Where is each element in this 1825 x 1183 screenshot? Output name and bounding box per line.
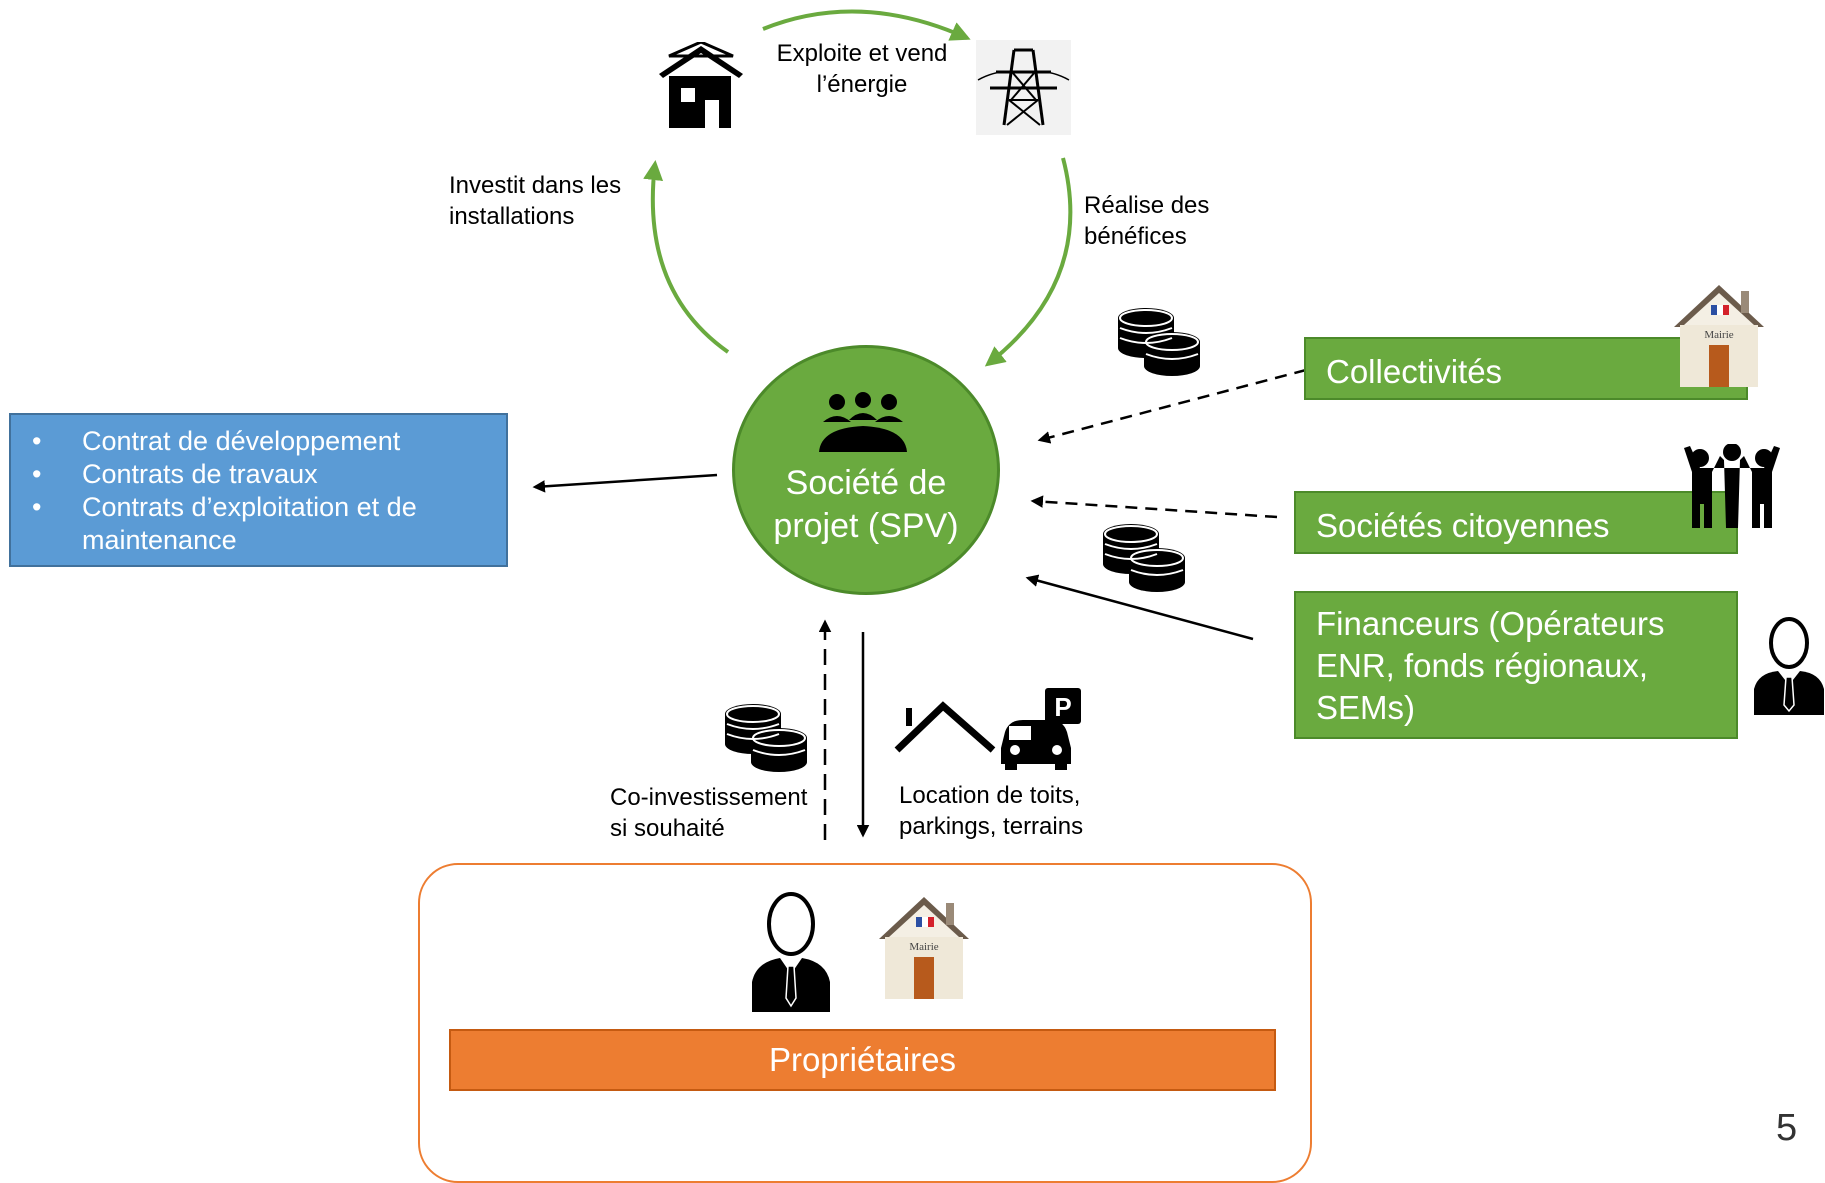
svg-text:Mairie: Mairie — [1704, 329, 1733, 341]
house-icon — [659, 42, 743, 128]
town-hall-icon: Mairie — [1674, 285, 1764, 387]
coins-icon — [1103, 524, 1185, 592]
societes-citoyennes-box: Sociétés citoyennes — [1294, 491, 1738, 554]
contract-item: Contrats d’exploitation et de maintenanc… — [11, 491, 506, 557]
location-label: Location de toits,parkings, terrains — [899, 782, 1084, 840]
svg-text:Mairie: Mairie — [909, 941, 938, 953]
group-meeting-icon — [819, 392, 907, 452]
financeurs-box: Financeurs (Opérateurs ENR, fonds région… — [1294, 591, 1738, 739]
connectors — [532, 9, 1307, 840]
roof-parking-icon: P — [894, 688, 1081, 770]
owners-frame — [418, 863, 1312, 1183]
businessman-icon — [1754, 617, 1824, 715]
coins-icon — [725, 704, 807, 772]
owner-town-hall-icon: Mairie — [879, 897, 969, 999]
coins-icon — [1118, 308, 1200, 376]
spv-circle: Société de projet (SPV) — [732, 345, 1000, 595]
cycle-arrow-top — [762, 9, 971, 41]
arrow-financeurs — [1025, 574, 1254, 641]
cycle-arrow-left — [643, 160, 730, 354]
contracts-box: Contrat de développement Contrats de tra… — [9, 413, 508, 567]
arrow-to-contracts — [532, 473, 718, 493]
people-group-icon — [1684, 444, 1780, 528]
arrow-collectivites — [1037, 368, 1307, 444]
power-pylon-icon — [976, 40, 1071, 135]
cycle-arrow-right — [984, 157, 1073, 367]
collectivites-box: Collectivités — [1304, 337, 1748, 400]
owners-bar: Propriétaires — [449, 1029, 1276, 1091]
contract-item: Contrat de développement — [11, 425, 506, 458]
svg-text:P: P — [1054, 692, 1071, 722]
owner-person-icon — [752, 892, 830, 1012]
contract-item: Contrats de travaux — [11, 458, 506, 491]
page-number: 5 — [1776, 1107, 1798, 1149]
spv-label: Société de projet (SPV) — [773, 464, 959, 545]
arrow-societes-citoyennes — [1030, 495, 1278, 519]
